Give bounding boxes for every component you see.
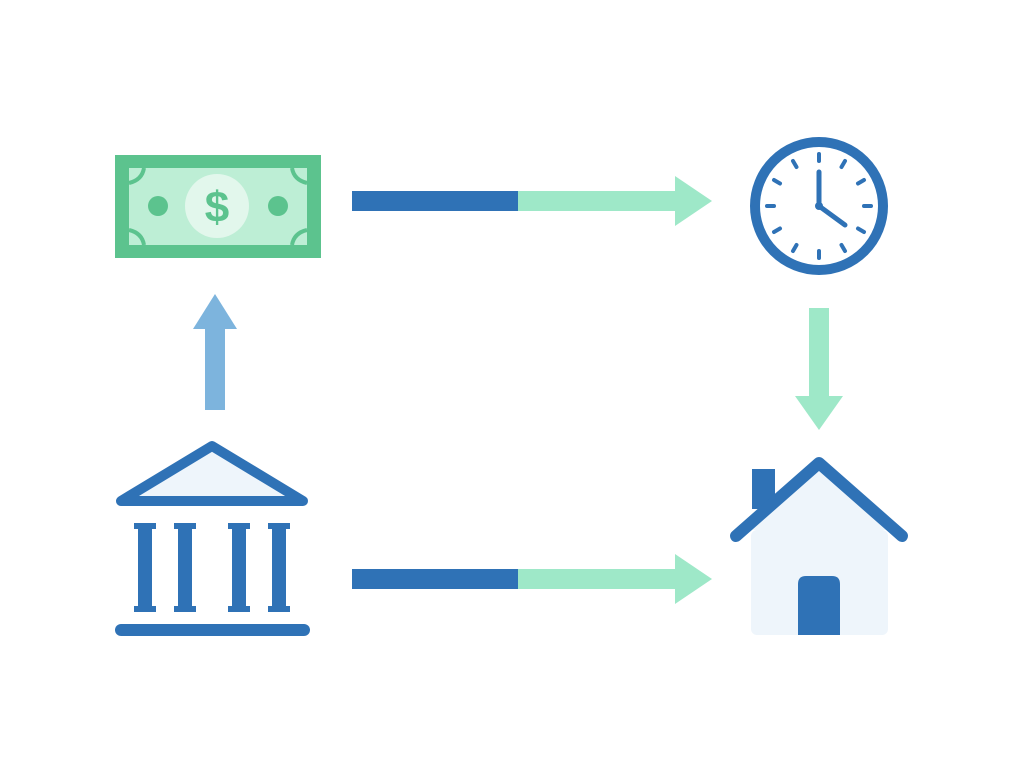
house-icon xyxy=(730,457,908,635)
clock-icon xyxy=(750,137,888,275)
clock-tick xyxy=(772,178,782,186)
clock-tick xyxy=(856,226,866,234)
clock-tick xyxy=(791,243,799,253)
arrow-bank-to-money xyxy=(193,294,237,410)
clock-tick xyxy=(839,159,847,169)
arrow-bank-to-home xyxy=(352,554,712,604)
dollar-symbol: $ xyxy=(205,183,229,232)
arrow-time-to-home xyxy=(795,308,843,430)
clock-tick xyxy=(839,243,847,253)
clock-tick xyxy=(791,159,799,169)
clock-tick xyxy=(856,178,866,186)
arrow-money-to-time xyxy=(352,176,712,226)
dollar-bill-icon: $ xyxy=(115,155,321,258)
bank-icon xyxy=(115,441,310,636)
clock-tick xyxy=(772,226,782,234)
